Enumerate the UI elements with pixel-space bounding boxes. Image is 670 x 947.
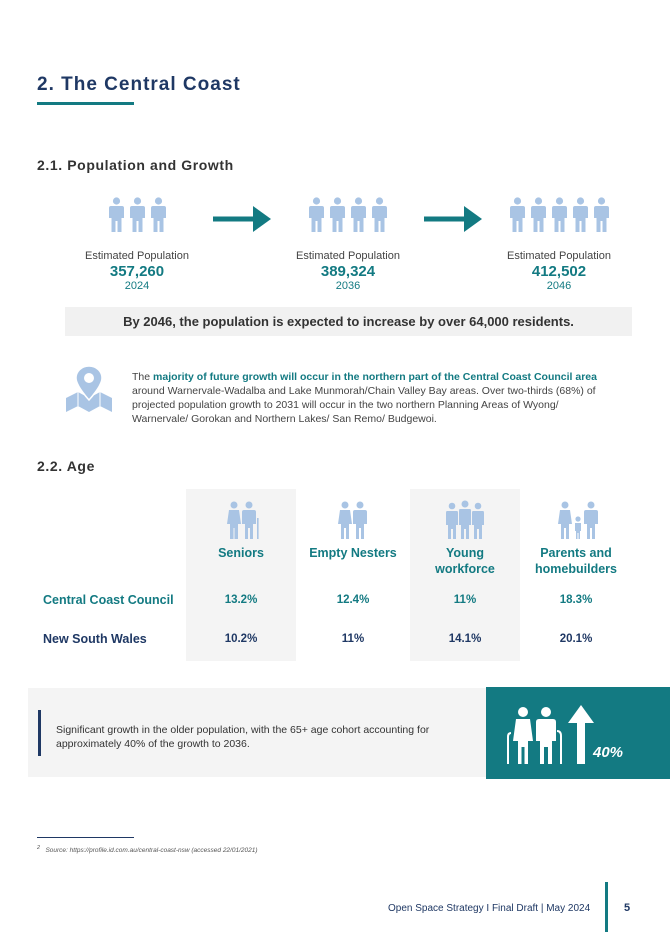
people-icon-group — [484, 197, 634, 237]
population-group-2036: Estimated Population 389,324 2036 — [273, 197, 423, 292]
age-value: 11% — [341, 633, 365, 645]
person-icon — [129, 197, 145, 232]
person-icon — [572, 197, 588, 232]
older-couple-growth-icon — [507, 705, 594, 764]
person-icon — [108, 197, 124, 232]
footnote: 2 Source: https://profile.id.com.au/cent… — [37, 845, 258, 854]
population-label: Estimated Population — [85, 250, 189, 262]
row-label-nsw: New South Wales — [43, 632, 147, 646]
arrow-right-icon — [213, 206, 271, 232]
age-column-young-workforce: Young workforce — [435, 546, 495, 576]
parents-icon — [558, 501, 598, 539]
population-value: 389,324 — [320, 263, 376, 280]
age-value: 20.1% — [559, 633, 593, 645]
callout-accent-bar — [38, 710, 41, 756]
growth-intro: The — [132, 371, 154, 383]
population-group-2024: Estimated Population 357,260 2024 — [62, 197, 212, 292]
growth-paragraph: The majority of future growth will occur… — [132, 370, 607, 426]
map-pin-icon — [66, 365, 112, 412]
young-workforce-icon — [446, 500, 484, 539]
person-icon — [372, 197, 387, 232]
age-heading: 2.2. Age — [37, 458, 95, 474]
age-value: 18.3% — [559, 594, 593, 606]
people-icon-group — [62, 197, 212, 237]
age-value: 10.2% — [224, 633, 258, 645]
age-column-empty-nesters: Empty Nesters — [309, 546, 397, 560]
callout-box — [28, 688, 486, 777]
people-icon-group — [273, 197, 423, 237]
population-heading: 2.1. Population and Growth — [37, 157, 234, 173]
section-title: 2. The Central Coast — [37, 74, 241, 95]
population-group-2046: Estimated Population 412,502 2046 — [484, 197, 634, 292]
page-number: 5 — [624, 902, 631, 914]
population-label: Estimated Population — [296, 250, 400, 262]
person-icon — [530, 197, 546, 232]
footnote-text: Source: https://profile.id.com.au/centra… — [45, 847, 258, 855]
age-column-bg — [186, 489, 296, 661]
title-underline — [37, 102, 134, 105]
age-value: 14.1% — [448, 633, 482, 645]
person-icon — [330, 197, 345, 232]
empty-nesters-icon — [338, 501, 367, 539]
age-value: 11% — [453, 594, 477, 606]
population-year: 2046 — [546, 280, 572, 292]
age-value: 13.2% — [224, 594, 258, 606]
footer-divider — [605, 882, 608, 932]
age-column-seniors: Seniors — [218, 546, 264, 560]
seniors-icon — [227, 501, 259, 539]
person-icon — [351, 197, 366, 232]
person-icon — [551, 197, 567, 232]
stat-value: 40% — [593, 744, 624, 761]
population-label: Estimated Population — [507, 250, 611, 262]
population-year: 2024 — [124, 280, 150, 292]
population-value: 412,502 — [531, 263, 587, 280]
population-year: 2036 — [335, 280, 361, 292]
row-label-central-coast: Central Coast Council — [43, 593, 174, 607]
population-banner: By 2046, the population is expected to i… — [65, 307, 632, 336]
footnote-marker: 2 — [37, 845, 41, 851]
footnote-divider — [37, 837, 134, 838]
person-icon — [150, 197, 166, 232]
footer-text: Open Space Strategy I Final Draft | May … — [388, 903, 591, 914]
age-value: 12.4% — [336, 594, 370, 606]
age-column-parents: Parents and homebuilders — [535, 546, 617, 576]
person-icon — [309, 197, 324, 232]
growth-highlight: majority of future growth will occur in … — [153, 371, 597, 383]
arrow-right-icon — [424, 206, 482, 232]
person-icon — [593, 197, 609, 232]
person-icon — [509, 197, 525, 232]
population-value: 357,260 — [109, 263, 165, 280]
growth-rest: around Warnervale-Wadalba and Lake Munmo… — [132, 385, 596, 425]
callout-text: Significant growth in the older populati… — [56, 724, 430, 750]
